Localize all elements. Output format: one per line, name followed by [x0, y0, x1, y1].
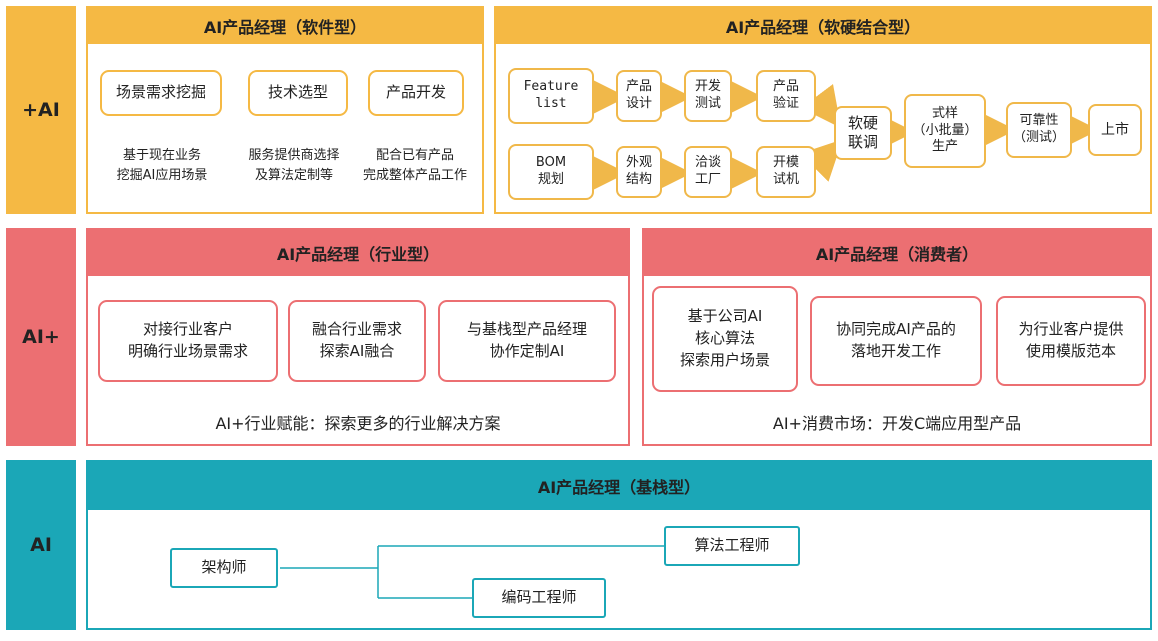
- tag-tech-selection: 技术选型: [248, 70, 348, 116]
- panel-hardware-title: AI产品经理（软硬结合型）: [496, 8, 1150, 44]
- panel-foundation: AI产品经理（基栈型） 架构师 算法工程师 编码工程师: [86, 460, 1152, 630]
- consumer-caption: AI+消费市场：开发C端应用型产品: [772, 414, 1022, 433]
- desc-tech-selection: 服务提供商选择 及算法定制等: [248, 148, 340, 183]
- arrow-verify-joint: [801, 84, 841, 128]
- step-launch: 上市: [1088, 104, 1142, 156]
- tag-product-dev: 产品开发: [368, 70, 464, 116]
- row-label-plus-ai: +AI: [6, 6, 76, 214]
- industry-item-client: 对接行业客户 明确行业场景需求: [98, 300, 278, 382]
- panel-software: AI产品经理（软件型） 场景需求挖掘 技术选型 产品开发 基于现在业务 挖掘AI…: [86, 6, 484, 214]
- step-bom-plan: BOM 规划: [508, 144, 594, 200]
- step-appearance-structure: 外观 结构: [616, 146, 662, 198]
- industry-item-fusion: 融合行业需求 探索AI融合: [288, 300, 426, 382]
- step-product-verify: 产品 验证: [756, 70, 816, 122]
- panel-consumer: AI产品经理（消费者） 基于公司AI 核心算法 探索用户场景 协同完成AI产品的…: [642, 228, 1152, 446]
- consumer-item-landing: 协同完成AI产品的 落地开发工作: [810, 296, 982, 386]
- flow-arrows: [587, 77, 1099, 193]
- step-joint-debug: 软硬 联调: [834, 106, 892, 160]
- role-architect: 架构师: [170, 548, 278, 588]
- step-tooling-trial: 开模 试机: [756, 146, 816, 198]
- desc-scenario-mining: 基于现在业务 挖掘AI应用场景: [116, 148, 208, 183]
- role-coding-engineer: 编码工程师: [472, 578, 606, 618]
- industry-caption: AI+行业赋能：探索更多的行业解决方案: [215, 414, 501, 433]
- panel-consumer-title: AI产品经理（消费者）: [644, 230, 1150, 276]
- step-reliability-test: 可靠性 （测试）: [1006, 102, 1072, 158]
- arrow-tooling-joint: [800, 139, 843, 182]
- panel-foundation-title: AI产品经理（基栈型）: [88, 462, 1150, 510]
- consumer-item-template: 为行业客户提供 使用模版范本: [996, 296, 1146, 386]
- industry-item-collab: 与基栈型产品经理 协作定制AI: [438, 300, 616, 382]
- step-feature-list: Feature list: [508, 68, 594, 124]
- consumer-item-scenario: 基于公司AI 核心算法 探索用户场景: [652, 286, 798, 392]
- panel-hardware: AI产品经理（软硬结合型） Feature list 产品 设计 开发 测试 产…: [494, 6, 1152, 214]
- panel-industry: AI产品经理（行业型） 对接行业客户 明确行业场景需求 融合行业需求 探索AI融…: [86, 228, 630, 446]
- panel-industry-title: AI产品经理（行业型）: [88, 230, 628, 276]
- desc-product-dev: 配合已有产品 完成整体产品工作: [362, 148, 467, 183]
- row-label-ai-plus: AI+: [6, 228, 76, 446]
- step-dev-test: 开发 测试: [684, 70, 732, 122]
- row-label-ai: AI: [6, 460, 76, 630]
- tag-scenario-mining: 场景需求挖掘: [100, 70, 222, 116]
- step-sample-production: 式样 （小批量） 生产: [904, 94, 986, 168]
- step-factory-negotiation: 洽谈 工厂: [684, 146, 732, 198]
- org-connectors: [280, 545, 664, 599]
- panel-software-title: AI产品经理（软件型）: [88, 8, 482, 44]
- role-algorithm-engineer: 算法工程师: [664, 526, 800, 566]
- step-product-design: 产品 设计: [616, 70, 662, 122]
